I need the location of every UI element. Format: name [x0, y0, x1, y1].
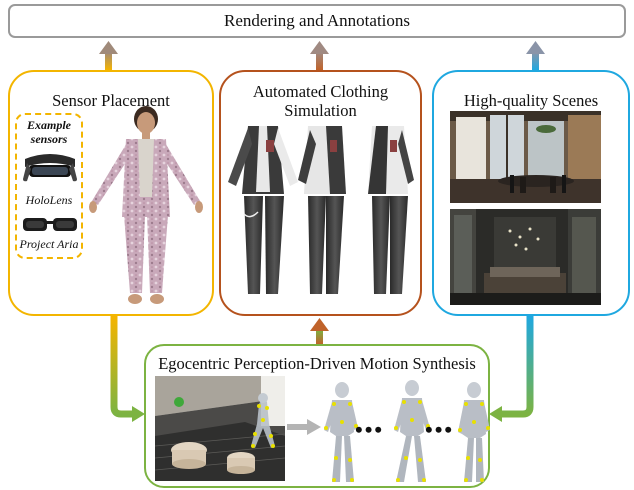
arrow-clothing-to-header [310, 41, 329, 70]
example-sensors-title-line2: sensors [30, 132, 68, 146]
sensor-placement-title: Sensor Placement [52, 91, 170, 110]
clothing-renders-image [228, 126, 414, 294]
clothing-back-view [368, 126, 414, 294]
rendering-annotations-box: Rendering and Annotations [8, 4, 626, 38]
clothing-title-line1: Automated Clothing [252, 82, 389, 101]
motion-pose-1 [324, 382, 358, 482]
sequence-dots-2: ••• [425, 417, 455, 442]
arrow-scenes-to-header [526, 41, 545, 70]
hololens-icon [23, 154, 77, 182]
clothing-title-line2: Simulation [284, 101, 357, 120]
project-aria-glasses-icon [23, 218, 77, 231]
motion-pose-2 [394, 380, 430, 482]
sensor-placement-panel: Sensor Placement [8, 70, 214, 316]
arrow-motion-to-clothing [310, 318, 329, 344]
motion-scene-skeleton [251, 393, 275, 448]
arrow-scenes-to-motion [489, 316, 534, 422]
hololens-label: HoloLens [25, 193, 73, 207]
clothing-side-view [298, 126, 346, 294]
dining-room-scene-image [450, 111, 601, 203]
scenes-title: High-quality Scenes [463, 91, 599, 110]
arrow-sensor-to-header [99, 41, 118, 70]
sequence-arrow [287, 419, 321, 435]
example-sensors-box: Example sensors HoloLens Project Aria [15, 113, 83, 259]
example-sensors-title-line1: Example [27, 118, 71, 132]
arrow-sensor-to-motion [110, 316, 145, 422]
motion-pose-3 [458, 382, 490, 482]
sequence-dots-1: ••• [355, 417, 385, 442]
motion-scene-image [155, 376, 285, 481]
motion-synthesis-title: Egocentric Perception-Driven Motion Synt… [158, 354, 476, 373]
clothing-front-view [228, 126, 298, 294]
dark-room-scene-image [450, 209, 601, 305]
high-quality-scenes-panel: High-quality Scenes [432, 70, 630, 316]
human-avatar-image [89, 106, 203, 304]
project-aria-label: Project Aria [19, 237, 79, 251]
rendering-annotations-title: Rendering and Annotations [223, 11, 411, 30]
